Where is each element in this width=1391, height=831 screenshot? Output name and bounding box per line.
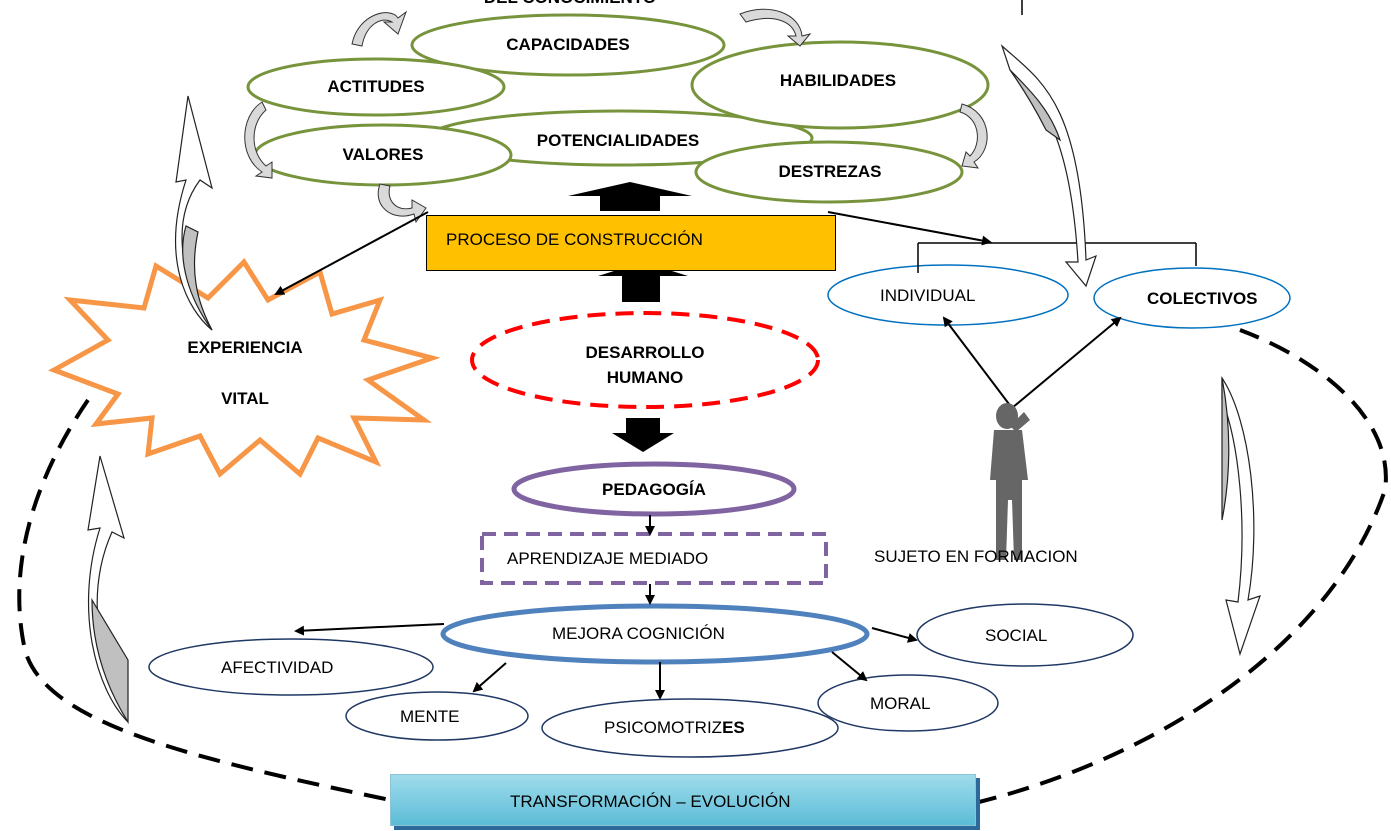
person-silhouette-icon: [990, 403, 1030, 560]
experiencia-label-line2: VITAL: [221, 389, 269, 408]
individual-label: INDIVIDUAL: [880, 286, 976, 305]
curved-arrow-icon: [244, 101, 273, 179]
desarrollo-label-line1: DESARROLLO: [585, 343, 705, 362]
curved-arrow-icon: [959, 103, 988, 169]
arrow-to-experiencia: [274, 211, 429, 295]
capacidades-ellipse: [410, 13, 726, 77]
social-label: SOCIAL: [985, 626, 1048, 645]
actitudes-ellipse: [246, 57, 506, 117]
mejora-ellipse: [440, 603, 870, 665]
destrezas-label: DESTREZAS: [778, 162, 882, 181]
arrow-to-bracket: [827, 211, 992, 246]
moral-ellipse: [817, 674, 999, 732]
cycle-curved-arrows: [244, 8, 988, 224]
side-curved-arrows: [87, 44, 1261, 725]
mente-label: MENTE: [400, 707, 460, 726]
cycle-loop-dashed: [17, 328, 1388, 805]
up-arrow-to-proceso: [598, 262, 688, 302]
arrow-to-social: [871, 627, 918, 643]
conocimiento-label: DEL CONOCIMIENTO: [470, 0, 670, 8]
aprendizaje-box: [480, 532, 828, 585]
knowledge-cluster: [246, 13, 990, 204]
transformacion-box: [390, 774, 976, 826]
arrow-to-individual: [942, 316, 1013, 409]
arrow-to-mente: [472, 662, 507, 693]
pedagogia-label: PEDAGOGÍA: [602, 480, 706, 499]
down-arrow-to-pedagogia: [612, 418, 674, 452]
valores-label: VALORES: [342, 145, 424, 164]
capacidades-label: CAPACIDADES: [506, 35, 630, 54]
destrezas-ellipse: [694, 140, 964, 204]
left-lower-curved-arrow-fill-icon: [91, 597, 129, 725]
potencialidades-label: POTENCIALIDADES: [536, 131, 700, 150]
psicomotrices-label-part1: PSICOMOTRIZ: [604, 718, 723, 737]
left-upper-curved-arrow-fill-icon: [182, 225, 213, 331]
actitudes-label: ACTITUDES: [327, 77, 425, 96]
transformacion-label: TRANSFORMACIÓN – EVOLUCIÓN: [510, 792, 791, 811]
colectivos-label: COLECTIVOS: [1147, 289, 1258, 308]
arrow-to-moral: [831, 651, 868, 682]
experiencia-label-line1: EXPERIENCIA: [187, 338, 303, 357]
afectividad-label: AFECTIVIDAD: [221, 658, 334, 677]
afectividad-ellipse: [148, 638, 434, 696]
proceso-label: PROCESO DE CONSTRUCCIÓN: [446, 230, 703, 249]
proceso-box: [426, 215, 836, 271]
psicomotrices-ellipse: [541, 698, 839, 758]
right-upper-curved-arrow-icon: [1000, 44, 1097, 288]
psicomotrices-label-part2: ES: [722, 718, 745, 737]
right-upper-curved-arrow-fill-icon: [1009, 69, 1062, 142]
experiencia-starburst: [48, 258, 441, 478]
sujeto-label: SUJETO EN FORMACION: [874, 547, 1078, 566]
desarrollo-label-line2: HUMANO: [606, 368, 684, 387]
right-lower-curved-arrow-fill-icon: [1221, 377, 1230, 521]
habilidades-ellipse: [690, 40, 990, 130]
psicomotrices-label: PSICOMOTRIZES: [604, 718, 745, 738]
curved-arrow-icon: [351, 10, 408, 47]
colectivos-ellipse: [1093, 267, 1291, 329]
habilidades-label: HABILIDADES: [779, 71, 897, 90]
mente-ellipse: [345, 691, 529, 741]
up-arrow-to-cluster: [568, 182, 692, 211]
aprendizaje-label: APRENDIZAJE MEDIADO: [507, 549, 709, 568]
arrow-to-colectivos: [1011, 316, 1122, 409]
arrow-to-afectividad: [294, 623, 445, 636]
mejora-label: MEJORA COGNICIÓN: [552, 624, 725, 643]
curved-arrow-icon: [739, 8, 812, 47]
bracket-connector: [917, 242, 1197, 273]
connector-arrows: [274, 211, 1122, 700]
curved-arrow-icon: [377, 183, 427, 224]
pedagogia-ellipse: [511, 461, 797, 517]
moral-label: MORAL: [870, 694, 931, 713]
desarrollo-ellipse: [470, 311, 820, 409]
